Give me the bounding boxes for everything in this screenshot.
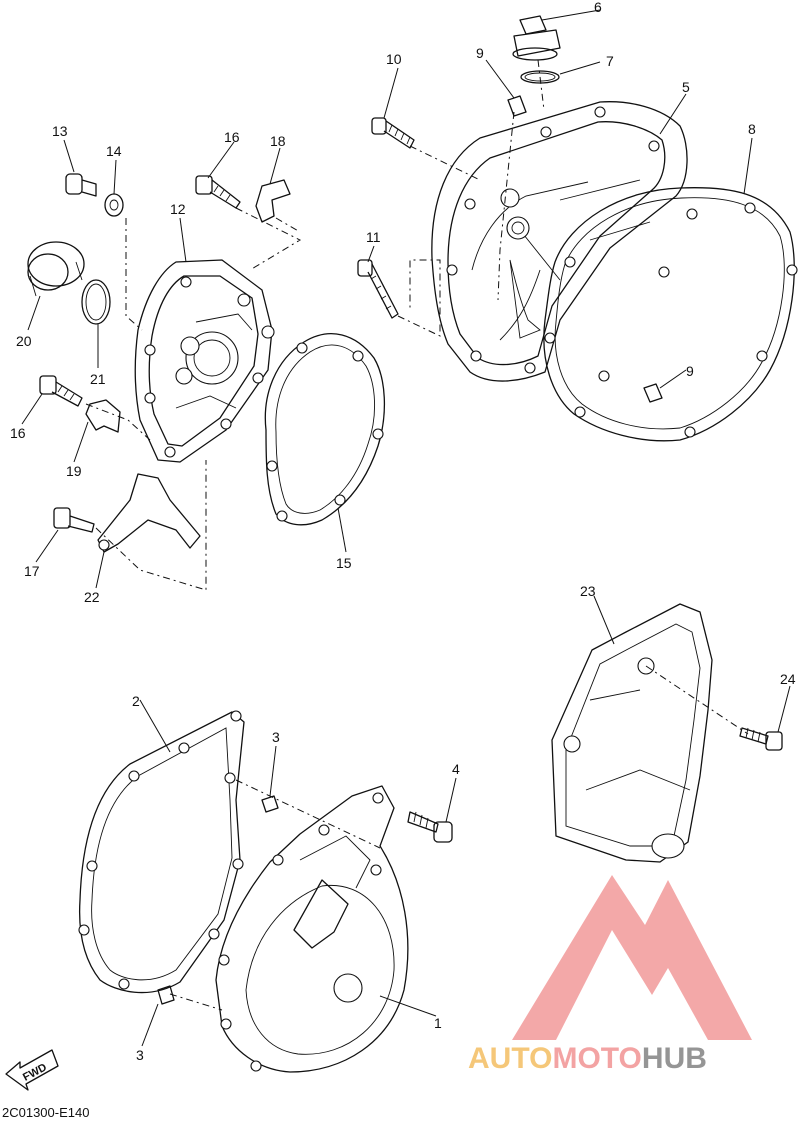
callout-4: 4 <box>452 761 460 777</box>
callout-3-upper: 3 <box>272 729 280 745</box>
washer-14 <box>104 193 124 217</box>
callout-16-upper: 16 <box>224 129 240 145</box>
bracket-22 <box>97 473 201 553</box>
bolt-10 <box>371 117 415 149</box>
dowel-pin-3-lower <box>157 985 175 1005</box>
callout-6: 6 <box>594 0 602 15</box>
callout-7: 7 <box>606 53 614 69</box>
sprocket-cover-group <box>551 603 783 863</box>
callout-18: 18 <box>270 133 286 149</box>
bolt-11 <box>357 259 399 319</box>
callout-22: 22 <box>84 589 100 605</box>
callout-5: 5 <box>682 79 690 95</box>
callout-23: 23 <box>580 583 596 599</box>
callout-12: 12 <box>170 201 186 217</box>
callout-10: 10 <box>386 51 402 67</box>
clutch-cover-5 <box>431 101 688 382</box>
callout-13: 13 <box>52 123 68 139</box>
gasket-8 <box>543 187 795 442</box>
callout-8: 8 <box>748 121 756 137</box>
gasket-8-holes <box>544 202 798 438</box>
watermark-logo <box>512 875 752 1040</box>
generator-cover-1 <box>215 785 409 1073</box>
callout-2: 2 <box>132 693 140 709</box>
gasket-15 <box>264 333 386 526</box>
callout-14: 14 <box>106 143 122 159</box>
bolt-17 <box>53 507 95 533</box>
callout-19: 19 <box>66 463 82 479</box>
watermark-auto: AUTO <box>468 1042 552 1075</box>
callout-9-upper: 9 <box>476 45 484 61</box>
bolt-13 <box>65 173 97 197</box>
o-ring-21 <box>81 279 111 325</box>
sprocket-cover-23 <box>551 603 713 863</box>
callout-9-lower: 9 <box>686 363 694 379</box>
dowel-pin-9-upper <box>507 95 527 117</box>
callout-15: 15 <box>336 555 352 571</box>
generator-cover-group <box>78 710 453 1073</box>
clamp-18 <box>255 179 291 223</box>
callout-3-lower: 3 <box>136 1047 144 1063</box>
watermark-hub: HUB <box>642 1042 707 1075</box>
clutch-cover-group <box>357 15 798 442</box>
bolt-24 <box>739 727 783 751</box>
bolt-16-lower <box>39 375 83 407</box>
leader-lines <box>21 9 791 1047</box>
watermark-moto: MOTO <box>552 1042 641 1075</box>
dowel-pin-9-lower <box>643 383 663 403</box>
callout-24: 24 <box>780 671 796 687</box>
callout-11: 11 <box>366 229 381 245</box>
callout-20: 20 <box>16 333 32 349</box>
callout-labels: 1 2 3 3 4 5 6 7 8 9 9 10 11 12 13 14 15 … <box>10 0 796 1063</box>
gasket-2 <box>78 710 245 994</box>
bracket-19 <box>85 399 121 433</box>
callout-21: 21 <box>90 371 106 387</box>
oil-filler-plug <box>512 15 561 61</box>
crankcase-cover-group <box>27 173 386 591</box>
callout-17: 17 <box>24 563 40 579</box>
plug-20 <box>27 241 85 297</box>
callout-16-lower: 16 <box>10 425 26 441</box>
dowel-pin-3-upper <box>261 795 279 813</box>
diagram-code: 2C01300-E140 <box>2 1105 89 1120</box>
bolt-16-upper <box>195 175 241 209</box>
fwd-arrow: FWD <box>5 1049 59 1091</box>
oil-pump-cover-12 <box>134 259 275 463</box>
bolt-4 <box>407 811 453 843</box>
watermark-text: AUTOMOTOHUB <box>468 1042 707 1075</box>
o-ring-7 <box>520 70 560 84</box>
callout-1: 1 <box>434 1015 442 1031</box>
